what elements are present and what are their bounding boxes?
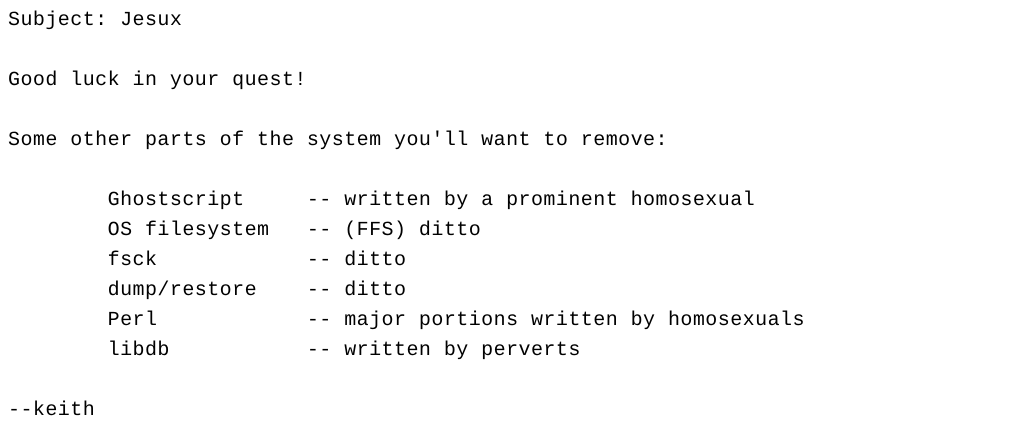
list-item-dump-restore: dump/restore -- ditto [8,279,407,302]
intro-line: Some other parts of the system you'll wa… [8,129,668,152]
signature-line: --keith [8,399,96,422]
list-item-ghostscript: Ghostscript -- written by a prominent ho… [8,189,756,212]
greeting-line: Good luck in your quest! [8,69,307,92]
list-item-perl: Perl -- major portions written by homose… [8,309,805,332]
list-item-fsck: fsck -- ditto [8,249,407,272]
blank-line-4 [8,366,805,396]
blank-line-3 [8,156,805,186]
list-item-libdb: libdb -- written by perverts [8,339,581,362]
list-item-os-filesystem: OS filesystem -- (FFS) ditto [8,219,482,242]
subject-line: Subject: Jesux [8,9,183,32]
blank-line-1 [8,36,805,66]
blank-line-2 [8,96,805,126]
